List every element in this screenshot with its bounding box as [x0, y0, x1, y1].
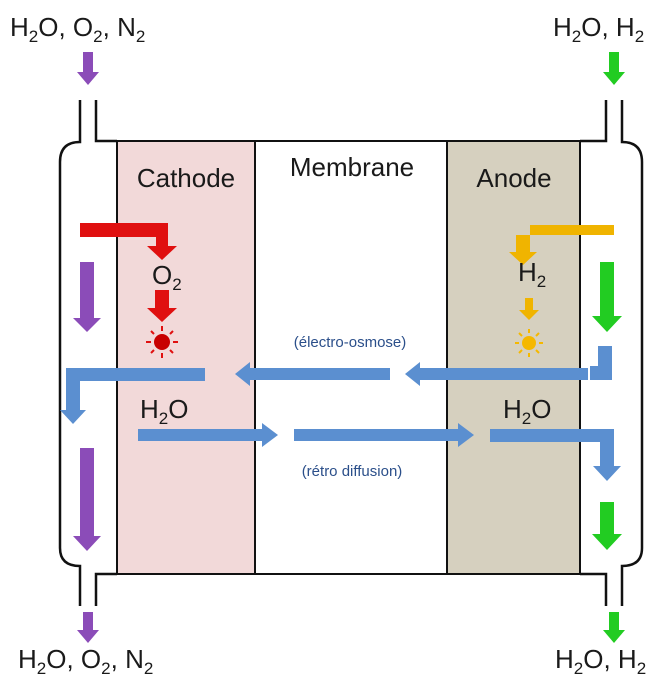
- cathode-reaction-icon: [146, 326, 178, 358]
- inlet-right-arrow: [603, 52, 625, 85]
- hydrogen-inlet-arrow: [509, 225, 614, 265]
- retro-diffusion-elbow: [490, 429, 621, 481]
- h2o-right-label: H2O: [503, 394, 551, 428]
- electro-osmose-label: (électro-osmose): [294, 334, 407, 351]
- electro-osmose-arrow-1: [405, 362, 588, 386]
- membrane-label: Membrane: [290, 152, 414, 182]
- anode-reaction-icon: [515, 329, 543, 357]
- o2-label: O2: [152, 260, 182, 294]
- inlet-right-label: H2O, H2: [553, 12, 644, 46]
- h2-label: H2: [518, 257, 546, 291]
- right-flow-arrow-2: [592, 502, 622, 550]
- inlet-left-arrow: [77, 52, 99, 85]
- retro-diffusion-label: (rétro diffusion): [302, 463, 403, 480]
- anode-label: Anode: [476, 163, 551, 193]
- left-flow-arrow-2: [73, 448, 101, 551]
- anode-region: [446, 140, 581, 575]
- right-flow-arrow-1: [592, 262, 622, 332]
- left-flow-arrow-1: [73, 262, 101, 332]
- outlet-right-label: H2O, H2: [555, 644, 646, 678]
- left-channel-outline: [58, 100, 117, 606]
- retro-diffusion-arrow-1: [138, 423, 278, 447]
- oxygen-inlet-arrow: [80, 223, 177, 260]
- membrane-region: [254, 140, 448, 575]
- right-water-elbow: [590, 346, 612, 380]
- right-channel-outline: [580, 100, 644, 606]
- hydrogen-down-arrow: [519, 298, 539, 320]
- oxygen-down-arrow: [147, 290, 177, 322]
- inlet-left-label: H2O, O2, N2: [10, 12, 145, 46]
- retro-diffusion-arrow-2: [294, 423, 474, 447]
- outlet-right-arrow: [603, 612, 625, 643]
- outlet-left-label: H2O, O2, N2: [18, 644, 153, 678]
- electro-osmose-arrow-2: [235, 362, 390, 386]
- outlet-left-arrow: [77, 612, 99, 643]
- h2o-left-label: H2O: [140, 394, 188, 428]
- cathode-region: [116, 140, 256, 575]
- left-water-elbow: [60, 368, 205, 424]
- cathode-label: Cathode: [137, 163, 235, 193]
